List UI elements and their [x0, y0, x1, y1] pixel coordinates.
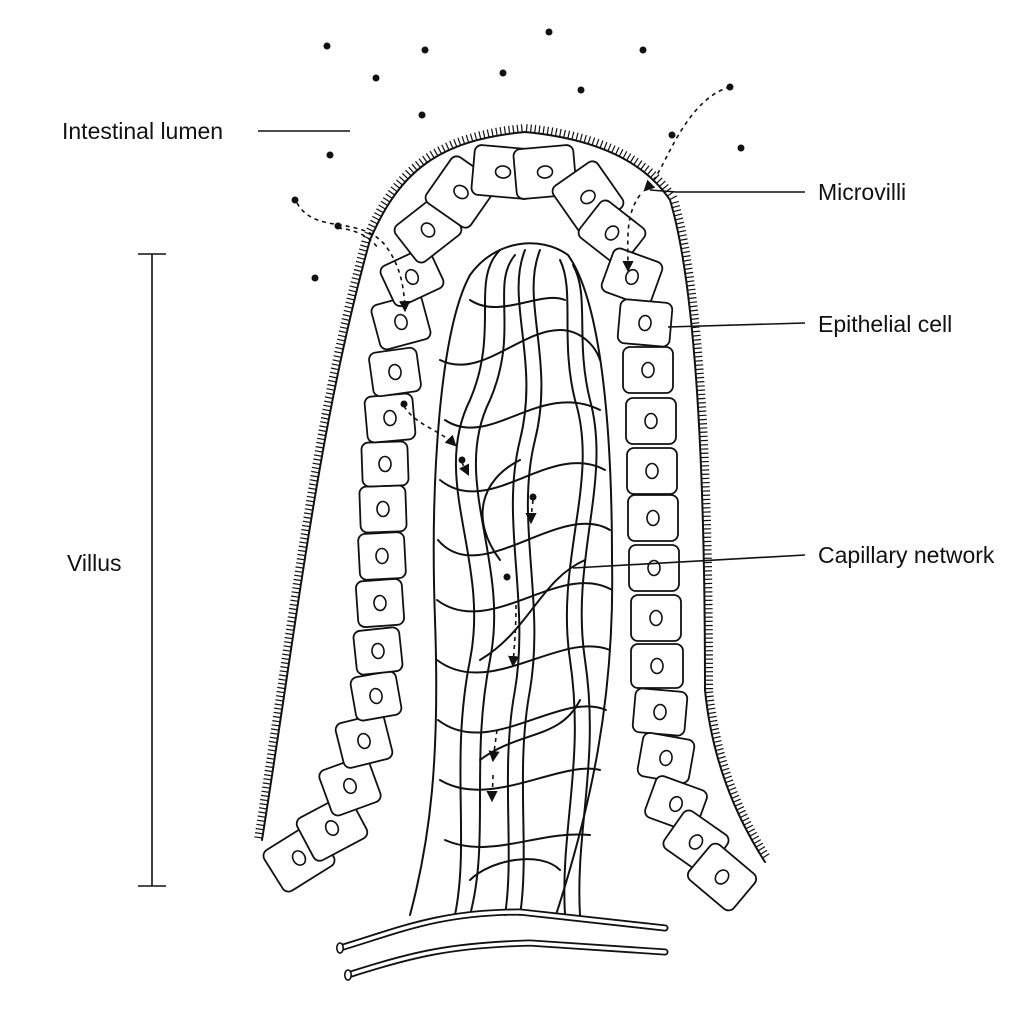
cell-nucleus [378, 455, 392, 473]
cell-nucleus [371, 642, 385, 660]
cell-nucleus [653, 703, 667, 721]
epithelial-cell [626, 447, 678, 495]
capillary-network-label: Capillary network [818, 542, 995, 568]
cell-nucleus [646, 509, 660, 527]
cell-nucleus [394, 313, 408, 331]
epithelial-cell [368, 346, 422, 398]
epithelial-cell-layer [262, 144, 758, 912]
cell-nucleus [536, 165, 554, 179]
microvilli-label: Microvilli [818, 179, 906, 205]
cell-nucleus [650, 657, 664, 675]
cell-nucleus [357, 732, 371, 750]
cell-nucleus [404, 268, 420, 286]
base-vessels [335, 908, 669, 981]
capillary-network-leader [572, 554, 806, 569]
epithelial-cell [616, 298, 674, 348]
cell-nucleus [376, 500, 390, 518]
epithelial-cell [357, 531, 407, 581]
cell-nucleus [373, 594, 387, 612]
epithelial-cell [349, 670, 403, 722]
microvilli-brush-border [254, 124, 770, 859]
epithelial-cell [625, 397, 677, 445]
cell-nucleus [644, 412, 658, 430]
cell-nucleus [669, 795, 683, 813]
cell-nucleus [604, 225, 620, 241]
epithelial-cell [358, 484, 408, 534]
cell-nucleus [688, 834, 704, 850]
villus-label: Villus [67, 550, 122, 576]
epithelial-cell [363, 392, 417, 444]
villus-outline [261, 131, 766, 863]
epithelial-cell-leader [667, 322, 806, 328]
microvilli-ticks [254, 124, 770, 859]
microvilli-leader [649, 189, 805, 193]
epithelial-cell [355, 578, 405, 628]
cell-nucleus [343, 777, 357, 795]
epithelial-cell [630, 594, 682, 642]
cell-nucleus [420, 222, 436, 238]
cell-nucleus [383, 409, 397, 427]
cell-nucleus [645, 462, 659, 480]
epithelial-cell [686, 842, 758, 912]
core-outline [409, 242, 614, 919]
cell-nucleus [369, 687, 383, 705]
cell-nucleus [580, 189, 596, 205]
cell-nucleus [649, 609, 663, 627]
epithelial-cell-label: Epithelial cell [818, 311, 952, 337]
cell-nucleus [453, 184, 469, 200]
capillary-network [436, 249, 613, 916]
cell-nucleus [388, 363, 402, 381]
epithelial-cell [622, 346, 674, 394]
cell-nucleus [291, 850, 307, 866]
epithelial-cell [627, 494, 679, 542]
epithelial-cell [628, 544, 680, 592]
cell-nucleus [638, 314, 652, 332]
villus-bracket [138, 253, 166, 887]
epithelial-cell [631, 687, 689, 737]
epithelial-cell [360, 440, 410, 488]
epithelial-cell [630, 643, 684, 689]
absorption-pathways [296, 86, 731, 803]
cell-nucleus [659, 749, 673, 767]
cell-nucleus [625, 268, 639, 286]
cell-nucleus [714, 869, 730, 885]
cell-nucleus [641, 361, 655, 379]
epithelial-cell [577, 199, 647, 267]
cell-nucleus [494, 165, 512, 179]
epithelial-cell [352, 626, 404, 676]
cell-nucleus [324, 820, 340, 836]
cell-nucleus [375, 547, 389, 565]
epithelial-cell [600, 247, 664, 307]
intestinal-lumen-label: Intestinal lumen [62, 118, 223, 144]
epithelial-cell [318, 755, 382, 817]
